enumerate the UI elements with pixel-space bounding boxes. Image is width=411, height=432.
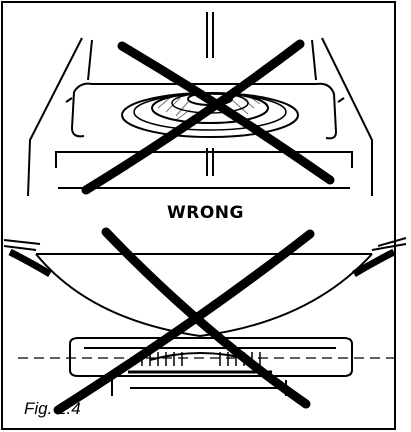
cross-out-icon-top xyxy=(81,39,335,195)
figure-caption: Fig. 2.4 xyxy=(24,399,81,418)
wrong-label: WRONG xyxy=(167,203,244,223)
figure-border xyxy=(1,1,396,430)
cross-out-icon-bottom xyxy=(53,227,315,415)
wok-on-burner-icon xyxy=(3,237,407,396)
burner-with-pan-support-icon xyxy=(27,12,373,197)
